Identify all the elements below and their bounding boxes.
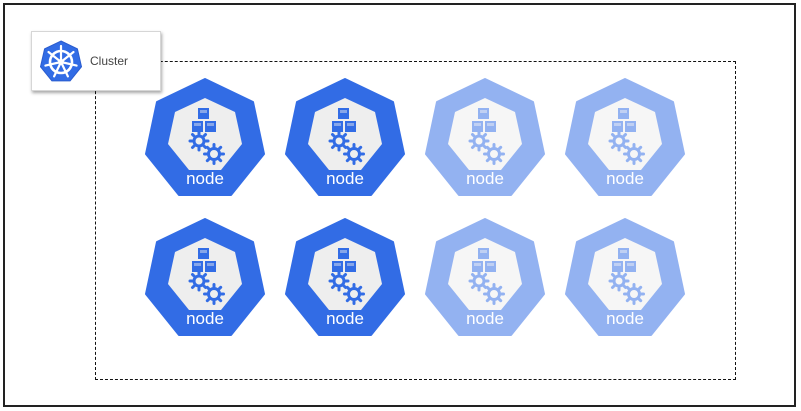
cluster-label: Cluster	[90, 54, 129, 68]
node-label: node	[186, 309, 224, 328]
node-4[interactable]: node	[561, 76, 689, 200]
node-2[interactable]: node	[281, 76, 409, 200]
node-label: node	[326, 169, 364, 188]
node-icon	[565, 78, 685, 196]
node-icon	[425, 218, 545, 336]
node-8[interactable]: node	[561, 216, 689, 340]
node-5[interactable]: node	[141, 216, 269, 340]
node-icon	[425, 78, 545, 196]
node-label: node	[606, 169, 644, 188]
canvas-frame	[3, 3, 796, 407]
kubernetes-helm-icon	[39, 40, 83, 82]
node-7[interactable]: node	[421, 216, 549, 340]
cluster-label-card[interactable]: Cluster	[31, 31, 161, 91]
node-label: node	[466, 169, 504, 188]
node-label: node	[606, 309, 644, 328]
cluster-boundary	[95, 61, 736, 380]
node-3[interactable]: node	[421, 76, 549, 200]
node-icon	[565, 218, 685, 336]
node-icon	[145, 78, 265, 196]
node-icon	[145, 218, 265, 336]
node-1[interactable]: node	[141, 76, 269, 200]
node-6[interactable]: node	[281, 216, 409, 340]
node-label: node	[186, 169, 224, 188]
node-icon	[285, 218, 405, 336]
node-label: node	[466, 309, 504, 328]
node-icon	[285, 78, 405, 196]
node-label: node	[326, 309, 364, 328]
